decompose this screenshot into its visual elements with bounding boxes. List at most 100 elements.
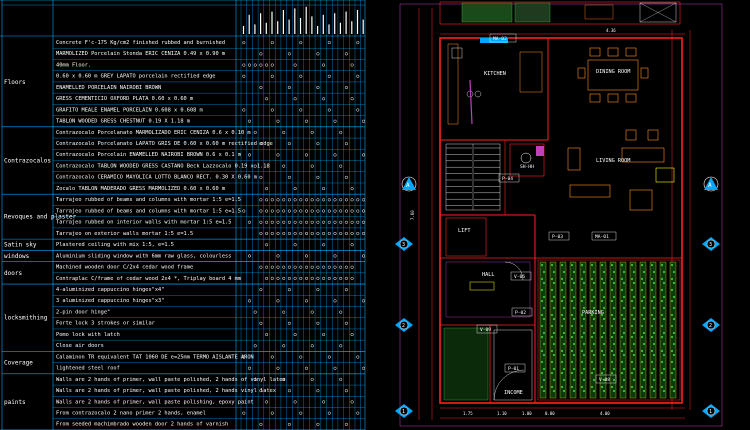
schedule-row-description: Contrazocalo TABLON WOODED GRESS CASTANO…: [56, 163, 270, 169]
schedule-mark: [356, 411, 360, 415]
schedule-mark: [242, 41, 246, 45]
schedule-mark: [276, 276, 280, 280]
planting-dot: [602, 378, 606, 382]
finish-schedule: Concrete F'c-175 Kg/cm2 finished rubbed …: [0, 0, 366, 430]
schedule-category-label: Floors: [4, 79, 26, 86]
planting-dot: [630, 324, 634, 328]
axis-label-3-right: 3: [709, 242, 712, 248]
planting-dot: [670, 371, 674, 375]
parking-planter-strip: [659, 261, 667, 399]
planting-dot: [592, 378, 596, 382]
schedule-mark: [304, 299, 309, 303]
schedule-mark: [316, 389, 320, 393]
planting-dot: [672, 389, 676, 393]
schedule-mark: [344, 85, 348, 90]
schedule-mark: [242, 355, 246, 359]
planting-dot: [602, 353, 606, 357]
parking-planter-strip: [619, 261, 627, 399]
planting-dot: [672, 367, 676, 371]
schedule-mark: [316, 85, 320, 90]
planting-dot: [652, 342, 656, 346]
planting-dot: [650, 385, 654, 389]
parking-planter-strip: [539, 261, 547, 399]
planting-dot: [632, 353, 636, 357]
planting-dot: [652, 353, 656, 357]
axis-label-1-left: 1: [402, 409, 405, 415]
schedule-row-description: Machined wooden door C/2x4 cedar wood fr…: [56, 265, 193, 271]
schedule-mark: [356, 209, 360, 213]
planting-dot: [642, 295, 646, 299]
planting-dot: [602, 317, 606, 321]
planting-dot: [600, 313, 604, 317]
planting-dot: [600, 335, 604, 339]
planting-dot: [570, 299, 574, 303]
schedule-mark: [282, 209, 286, 213]
tag-ma-01: MA-01: [595, 234, 609, 240]
schedule-mark: [276, 231, 280, 236]
schedule-mark: [287, 288, 291, 292]
axis-marker-2-left: 2: [395, 318, 413, 332]
planting-dot: [652, 367, 656, 371]
schedule-mark: [316, 209, 320, 213]
planting-dot: [592, 306, 596, 310]
planting-dot: [620, 371, 624, 375]
tag-p-01: P-01: [508, 366, 519, 372]
schedule-mark: [344, 288, 348, 292]
planting-dot: [540, 263, 544, 267]
planting-dot: [612, 281, 616, 285]
dim-bottom-5: 4.00: [600, 411, 610, 416]
planting-dot: [600, 371, 604, 375]
schedule-mark: [276, 265, 280, 269]
schedule-mark: [270, 411, 274, 415]
axis-label-1-right: 1: [709, 409, 712, 415]
planting-dot: [650, 313, 654, 317]
planting-dot: [552, 270, 556, 274]
planting-dot: [602, 331, 606, 335]
staircase: [445, 143, 501, 211]
planting-dot: [630, 360, 634, 364]
schedule-mark: [276, 119, 280, 123]
schedule-mark: [270, 209, 274, 213]
planting-dot: [590, 313, 594, 317]
schedule-mark: [344, 265, 348, 269]
schedule-mark: [242, 63, 246, 67]
schedule-mark: [247, 119, 252, 123]
schedule-mark: [259, 52, 263, 56]
schedule-mark: [265, 209, 269, 213]
schedule-mark: [282, 164, 286, 168]
planting-dot: [610, 335, 614, 339]
planting-dot: [542, 389, 546, 393]
schedule-mark: [322, 63, 326, 67]
planting-dot: [620, 299, 624, 303]
schedule-mark: [276, 153, 280, 157]
planting-dot: [650, 349, 654, 353]
planting-dot: [560, 313, 564, 317]
planting-dot: [582, 306, 586, 310]
planting-dot: [560, 299, 564, 303]
plan-tags: [476, 173, 617, 384]
schedule-mark: [293, 209, 297, 213]
schedule-mark: [327, 355, 331, 359]
planting-dot: [570, 263, 574, 267]
schedule-mark: [316, 265, 320, 269]
schedule-mark: [339, 209, 343, 213]
planting-dot: [572, 353, 576, 357]
planting-dot: [660, 324, 664, 328]
planting-dot: [620, 385, 624, 389]
planting-dot: [662, 317, 666, 321]
parking-planter-strip: [669, 261, 677, 399]
schedule-mark: [242, 108, 246, 112]
planting-dot: [550, 385, 554, 389]
planting-dot: [642, 281, 646, 285]
planting-dot: [570, 385, 574, 389]
planting-dot: [580, 313, 584, 317]
planting-dot: [550, 313, 554, 317]
schedule-row-description: Concrete F'c-175 Kg/cm2 finished rubbed …: [56, 40, 225, 46]
planting-dot: [572, 317, 576, 321]
planting-dot: [602, 270, 606, 274]
schedule-mark: [344, 198, 348, 202]
schedule-mark: [304, 231, 309, 236]
schedule-mark: [299, 355, 303, 359]
planting-dot: [610, 288, 614, 292]
